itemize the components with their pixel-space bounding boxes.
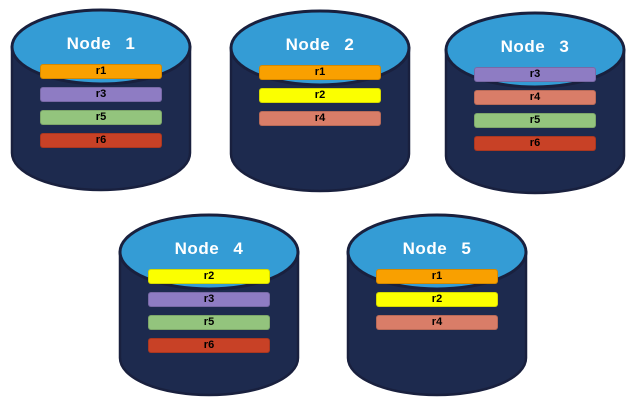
replica-bar: r4 xyxy=(259,111,381,126)
replica-bar: r2 xyxy=(376,292,498,307)
replica-bar: r3 xyxy=(40,87,162,102)
replica-bar: r6 xyxy=(40,133,162,148)
node-title: Node 2 xyxy=(285,35,355,54)
node-2: Node 2 r1 r2 r4 xyxy=(227,7,413,195)
node-title: Node 5 xyxy=(402,239,472,258)
node-1: Node 1 r1 r3 r5 r6 xyxy=(8,6,194,194)
replica-bar: r4 xyxy=(376,315,498,330)
replica-bar: r4 xyxy=(474,90,596,105)
replica-bar: r3 xyxy=(148,292,270,307)
replica-bar: r1 xyxy=(40,64,162,79)
replica-bar: r2 xyxy=(259,88,381,103)
replica-bar: r1 xyxy=(376,269,498,284)
replica-bar: r6 xyxy=(148,338,270,353)
replica-list: r1 r2 r4 xyxy=(376,269,498,330)
replica-list: r1 r2 r4 xyxy=(259,65,381,126)
replica-bar: r3 xyxy=(474,67,596,82)
replica-bar: r5 xyxy=(474,113,596,128)
node-title: Node 1 xyxy=(66,34,136,53)
replica-bar: r2 xyxy=(148,269,270,284)
replica-list: r1 r3 r5 r6 xyxy=(40,64,162,148)
replica-bar: r5 xyxy=(40,110,162,125)
replica-list: r3 r4 r5 r6 xyxy=(474,67,596,151)
replica-list: r2 r3 r5 r6 xyxy=(148,269,270,353)
replica-bar: r1 xyxy=(259,65,381,80)
replica-bar: r5 xyxy=(148,315,270,330)
node-title: Node 3 xyxy=(500,37,570,56)
node-4: Node 4 r2 r3 r5 r6 xyxy=(116,211,302,399)
node-title: Node 4 xyxy=(174,239,244,258)
node-3: Node 3 r3 r4 r5 r6 xyxy=(442,9,628,197)
node-5: Node 5 r1 r2 r4 xyxy=(344,211,530,399)
replica-bar: r6 xyxy=(474,136,596,151)
